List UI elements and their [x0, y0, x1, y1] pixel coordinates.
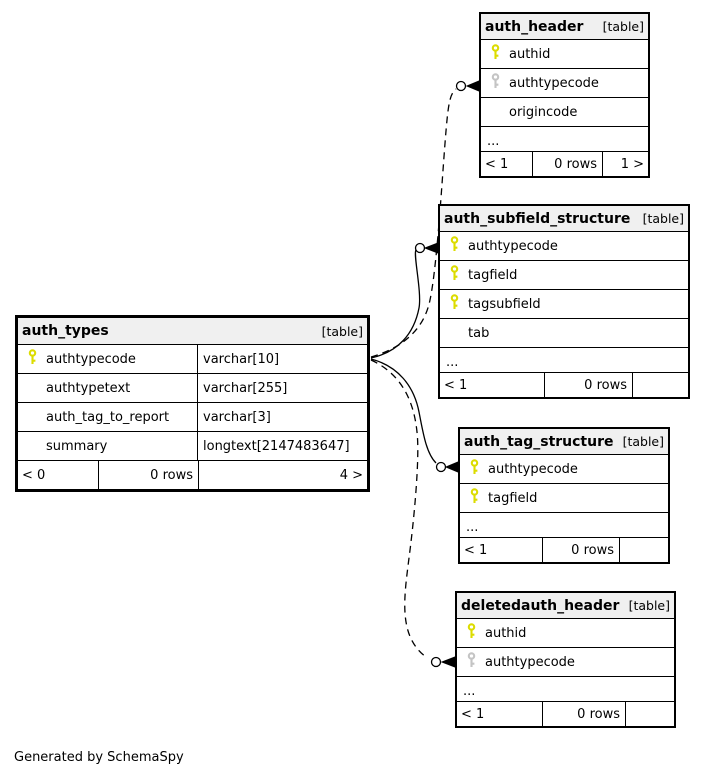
footer-parents: < 0: [18, 461, 99, 489]
table-type-tag: [table]: [622, 434, 664, 449]
column-name: authid: [485, 625, 527, 641]
column-row-authid[interactable]: authid: [481, 40, 648, 69]
table-auth-types: auth_types [table] authtypecode varchar[…: [15, 315, 370, 492]
table-auth-header: auth_header [table] authid authtypecode …: [479, 12, 650, 178]
table-type-tag: [table]: [602, 19, 644, 34]
more-columns-ellipsis: ...: [460, 513, 668, 538]
column-name: authtypecode: [468, 238, 558, 254]
column-row-authtypecode[interactable]: authtypecode: [481, 69, 648, 98]
column-row-tagfield[interactable]: tagfield: [460, 484, 668, 513]
column-row-authid[interactable]: authid: [457, 619, 674, 648]
column-row-authtypecode[interactable]: authtypecode: [457, 648, 674, 677]
foreign-key-icon: [490, 73, 501, 93]
column-name: origincode: [509, 104, 578, 120]
table-header-deletedauth-header[interactable]: deletedauth_header [table]: [457, 593, 674, 619]
footer-parents: < 1: [481, 152, 533, 176]
edge-auth-types-to-deletedauth-header: [370, 359, 456, 668]
table-deletedauth-header: deletedauth_header [table] authid authty…: [455, 591, 676, 728]
column-name: tab: [468, 325, 490, 341]
column-row-authtypecode[interactable]: authtypecode: [440, 232, 688, 261]
edge-auth-types-to-auth-subfield-structure: [370, 242, 439, 359]
footer-children: [620, 538, 668, 562]
column-name: summary: [46, 438, 108, 454]
table-auth-subfield-structure: auth_subfield_structure [table] authtype…: [438, 204, 690, 399]
column-type: longtext[2147483647]: [203, 438, 350, 454]
column-row-tab[interactable]: tab: [440, 319, 688, 348]
column-type: varchar[3]: [203, 409, 271, 425]
column-name: authtypetext: [46, 380, 131, 396]
column-row-summary[interactable]: summary longtext[2147483647]: [18, 432, 367, 461]
table-footer: < 1 0 rows 1 >: [481, 152, 648, 176]
table-header-auth-header[interactable]: auth_header [table]: [481, 14, 648, 40]
column-name: authid: [509, 46, 551, 62]
column-row-authtypecode[interactable]: authtypecode: [460, 455, 668, 484]
column-name: authtypecode: [485, 654, 575, 670]
table-type-tag: [table]: [321, 323, 363, 339]
primary-key-icon: [449, 294, 460, 314]
table-auth-tag-structure: auth_tag_structure [table] authtypecode …: [458, 427, 670, 564]
column-name: tagsubfield: [468, 296, 541, 312]
footer-row-count: 0 rows: [545, 373, 633, 397]
column-name: authtypecode: [46, 351, 136, 367]
table-title: auth_types: [22, 323, 109, 339]
primary-key-icon: [449, 236, 460, 256]
footer-children: 1 >: [620, 156, 644, 172]
table-type-tag: [table]: [628, 598, 670, 613]
primary-key-icon: [466, 623, 477, 643]
table-title: auth_subfield_structure: [444, 210, 631, 227]
table-title: deletedauth_header: [461, 597, 620, 614]
primary-key-icon: [469, 488, 480, 508]
footer-parents: < 1: [440, 373, 545, 397]
primary-key-icon: [490, 44, 501, 64]
column-name: authtypecode: [509, 75, 599, 91]
table-title: auth_header: [485, 18, 584, 35]
footer-row-count: 0 rows: [543, 702, 626, 726]
table-header-auth-types[interactable]: auth_types [table]: [18, 318, 367, 345]
column-row-authtypecode[interactable]: authtypecode varchar[10]: [18, 345, 367, 374]
column-type: varchar[10]: [203, 351, 280, 367]
foreign-key-icon: [466, 652, 477, 672]
column-name: tagfield: [468, 267, 518, 283]
table-header-auth-subfield-structure[interactable]: auth_subfield_structure [table]: [440, 206, 688, 232]
table-footer: < 1 0 rows: [460, 538, 668, 562]
table-footer: < 1 0 rows: [457, 702, 674, 726]
footer-parents: < 1: [460, 538, 543, 562]
footer-parents: < 1: [457, 702, 543, 726]
footer-row-count: 0 rows: [99, 461, 199, 489]
more-columns-ellipsis: ...: [440, 348, 688, 373]
footer-row-count: 0 rows: [533, 152, 603, 176]
column-name: authtypecode: [488, 461, 578, 477]
table-footer: < 1 0 rows: [440, 373, 688, 397]
more-columns-ellipsis: ...: [457, 677, 674, 702]
footer-row-count: 0 rows: [543, 538, 620, 562]
column-row-authtypetext[interactable]: authtypetext varchar[255]: [18, 374, 367, 403]
primary-key-icon: [469, 459, 480, 479]
column-type: varchar[255]: [203, 380, 288, 396]
generated-by-note: Generated by SchemaSpy: [14, 750, 184, 765]
footer-children: 4 >: [339, 467, 363, 483]
column-name: auth_tag_to_report: [46, 409, 170, 425]
footer-children: [633, 373, 688, 397]
table-header-auth-tag-structure[interactable]: auth_tag_structure [table]: [460, 429, 668, 455]
column-row-tagsubfield[interactable]: tagsubfield: [440, 290, 688, 319]
column-row-auth-tag-to-report[interactable]: auth_tag_to_report varchar[3]: [18, 403, 367, 432]
table-footer: < 0 0 rows 4 >: [18, 461, 367, 489]
more-columns-ellipsis: ...: [481, 127, 648, 152]
column-row-tagfield[interactable]: tagfield: [440, 261, 688, 290]
column-row-origincode[interactable]: origincode: [481, 98, 648, 127]
footer-children: [626, 702, 674, 726]
table-type-tag: [table]: [642, 211, 684, 226]
primary-key-icon: [449, 265, 460, 285]
table-title: auth_tag_structure: [464, 433, 614, 450]
column-name: tagfield: [488, 490, 538, 506]
primary-key-icon: [27, 349, 38, 369]
